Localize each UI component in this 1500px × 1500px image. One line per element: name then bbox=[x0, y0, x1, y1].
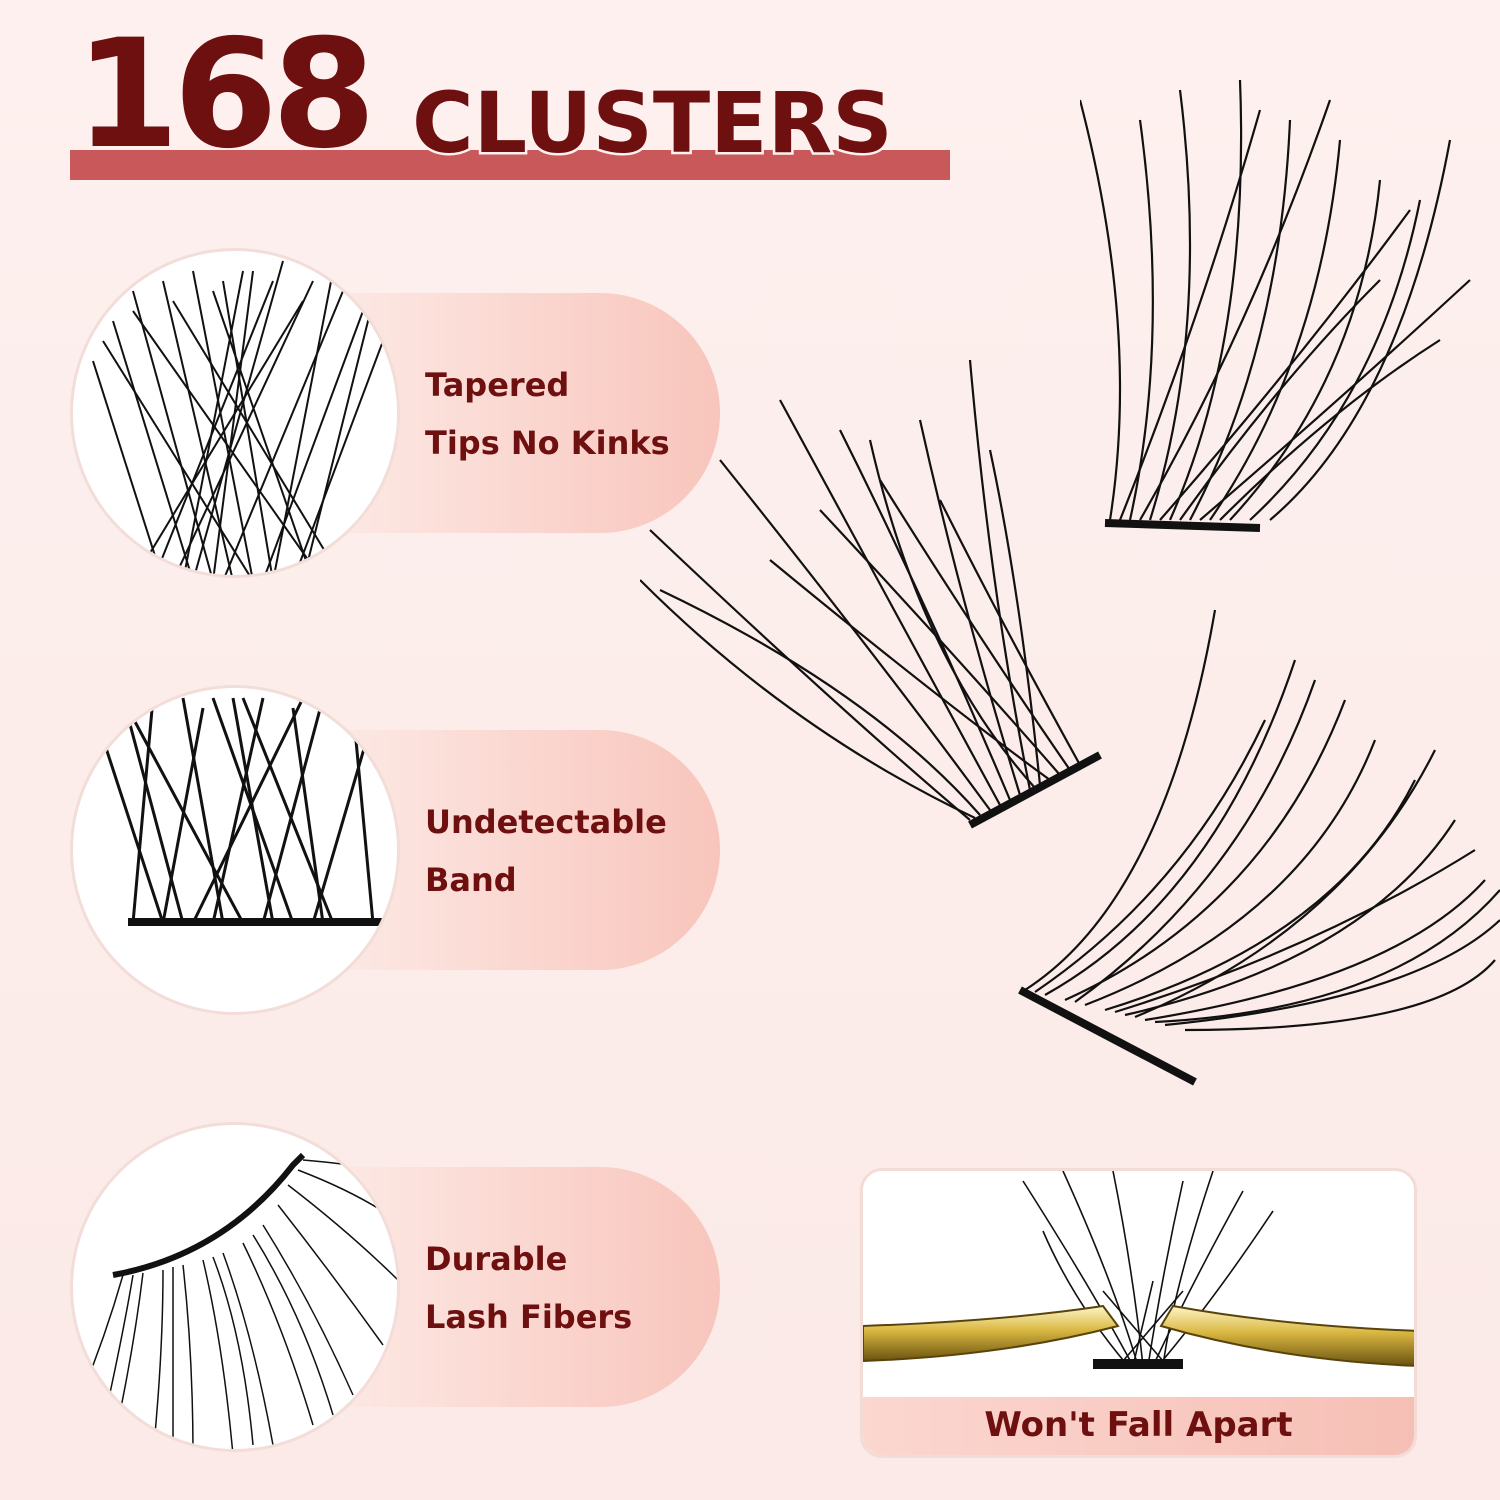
feature-line2: Lash Fibers bbox=[425, 1298, 633, 1336]
feature-line2: Band bbox=[425, 861, 517, 899]
wont-fall-apart-card: Won't Fall Apart bbox=[860, 1168, 1417, 1458]
feature-line1: Undetectable bbox=[425, 803, 667, 841]
tweezers-holding-lash-icon bbox=[863, 1171, 1414, 1369]
lash-strip-icon bbox=[70, 1122, 400, 1452]
feature-tapered-tips: Tapered Tips No Kinks bbox=[70, 248, 720, 583]
feature-label: Durable Lash Fibers bbox=[425, 1230, 632, 1346]
lash-cluster-top-icon bbox=[1080, 80, 1471, 532]
lash-band-icon bbox=[70, 685, 400, 1015]
feature-line1: Tapered bbox=[425, 366, 570, 404]
feature-label: Undetectable Band bbox=[425, 793, 667, 909]
wont-fall-apart-label: Won't Fall Apart bbox=[984, 1405, 1293, 1445]
feature-durable-fibers: Durable Lash Fibers bbox=[70, 1122, 720, 1457]
lash-tips-illustration bbox=[92, 260, 384, 575]
feature-line2: Tips No Kinks bbox=[425, 424, 670, 462]
clusters-label: CLUSTERS bbox=[410, 74, 896, 172]
feature-undetectable-band: Undetectable Band bbox=[70, 685, 720, 1020]
headline: 168 CLUSTERS bbox=[70, 8, 950, 182]
lash-tips-icon bbox=[70, 248, 400, 578]
card-footer: Won't Fall Apart bbox=[863, 1397, 1414, 1455]
lash-band-illustration bbox=[91, 697, 388, 926]
lash-cluster-middle-icon bbox=[640, 360, 1102, 829]
lash-strip-illustration bbox=[73, 1152, 397, 1449]
cluster-count: 168 bbox=[75, 8, 376, 182]
headline-underline bbox=[70, 150, 950, 180]
feature-label: Tapered Tips No Kinks bbox=[425, 356, 670, 472]
lash-cluster-lower-icon bbox=[1018, 609, 1500, 1086]
feature-line1: Durable bbox=[425, 1240, 568, 1278]
